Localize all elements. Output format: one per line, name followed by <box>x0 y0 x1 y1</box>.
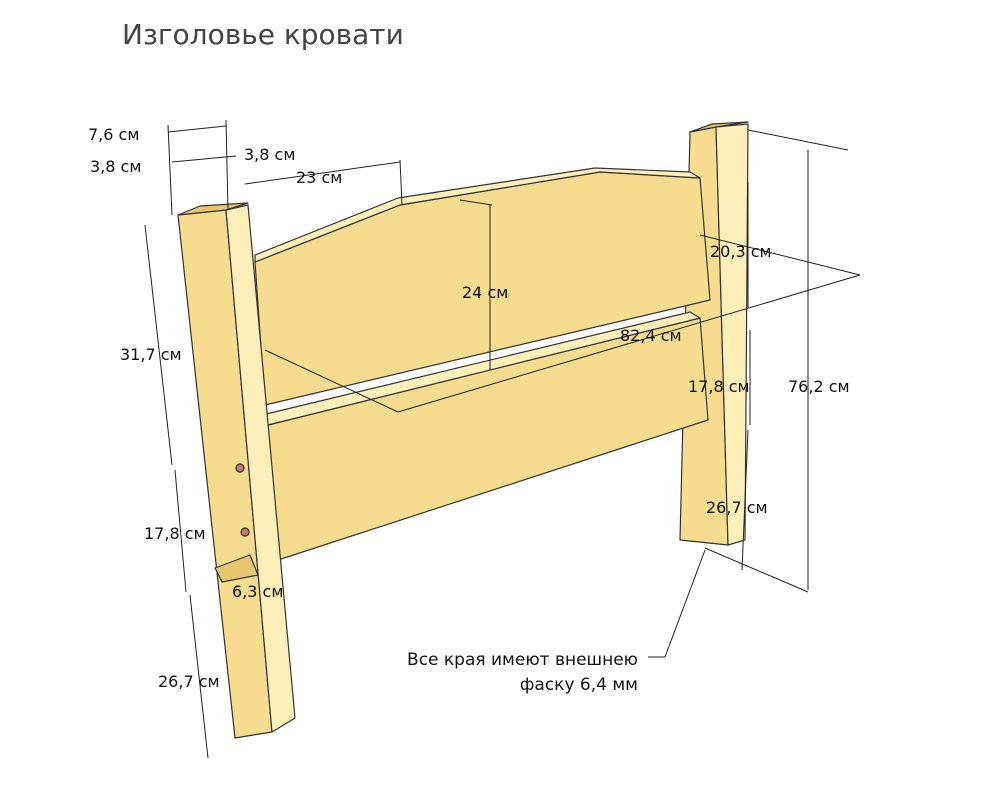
right-post-top <box>689 121 749 133</box>
dimension-lines <box>144 119 861 759</box>
dim-left-post-upper: 31,7 см <box>120 345 182 364</box>
right-post-side <box>715 123 749 546</box>
dowel-hole <box>240 527 250 537</box>
dim-right-leg: 26,7 см <box>706 498 768 517</box>
dim-post-part-a: 3,8 см <box>90 157 142 176</box>
dowel-hole <box>235 463 245 473</box>
note-line-2: фаску 6,4 мм <box>519 675 638 695</box>
note-line-1: Все края имеют внешнею <box>407 650 638 670</box>
rail-stub <box>214 554 259 583</box>
chamfer-note: Все края имеют внешнею фаску 6,4 мм <box>380 648 638 698</box>
left-post-side <box>225 204 296 733</box>
dim-rail-thickness: 6,3 см <box>232 582 284 601</box>
dim-curve-offset: 23 см <box>296 168 343 187</box>
dim-left-leg: 26,7 см <box>158 672 220 691</box>
top-panel-edge <box>254 167 701 263</box>
dim-left-gap: 17,8 см <box>144 524 206 543</box>
dim-panel-top-rise: 20,3 см <box>710 242 772 261</box>
left-post-top <box>177 202 249 216</box>
dim-post-part-b: 3,8 см <box>244 145 296 164</box>
dim-panel-length: 82,4 см <box>620 326 682 345</box>
diagram-title: Изголовье кровати <box>122 18 404 51</box>
dim-right-gap: 17,8 см <box>688 377 750 396</box>
dim-total-height: 76,2 см <box>788 377 850 396</box>
dim-panel-height: 24 см <box>462 283 509 302</box>
dim-post-width: 7,6 см <box>88 125 140 144</box>
